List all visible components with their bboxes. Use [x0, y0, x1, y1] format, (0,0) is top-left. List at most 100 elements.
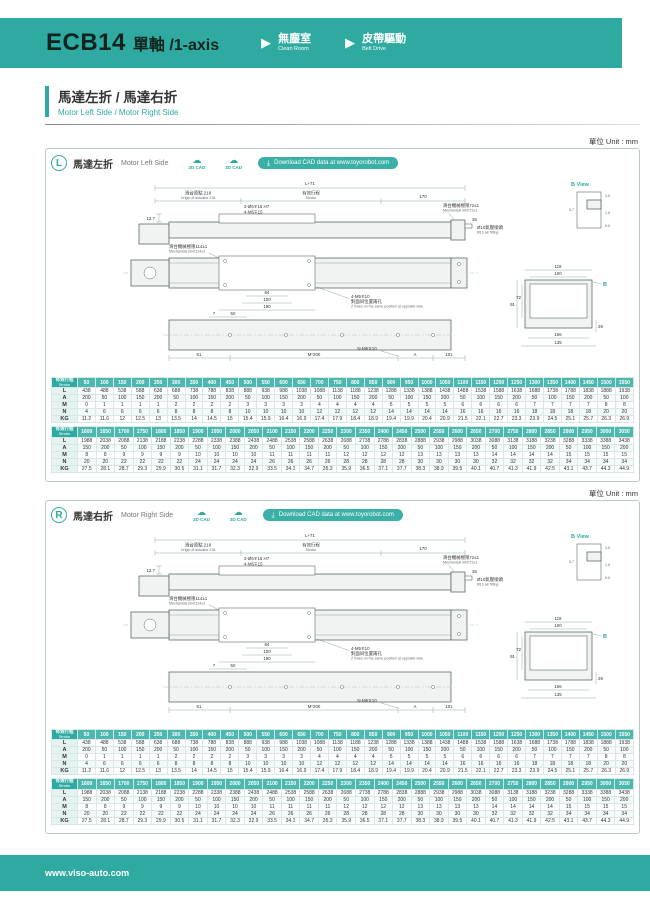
- data-cell: 6: [112, 408, 132, 417]
- data-cell: 1638: [507, 739, 527, 748]
- data-cell: 34: [558, 457, 579, 466]
- data-cell: 2938: [429, 436, 449, 445]
- data-cell: 12: [354, 450, 375, 459]
- data-cell: 21.5: [453, 415, 473, 424]
- data-cell: 3138: [503, 436, 523, 445]
- data-cell: 1738: [542, 739, 562, 748]
- data-cell: 28: [354, 809, 375, 818]
- data-cell: 44.3: [595, 464, 616, 473]
- data-cell: 2338: [206, 436, 227, 445]
- data-cell: 35.9: [336, 816, 356, 825]
- data-cell: 1588: [489, 739, 509, 748]
- b-view-title: B View: [571, 182, 590, 188]
- data-cell: 8: [166, 760, 186, 769]
- data-cell: 11: [299, 802, 319, 811]
- data-cell: 6: [148, 760, 168, 769]
- data-cell: 200: [292, 394, 311, 403]
- data-cell: 14: [435, 408, 455, 417]
- stroke-value: 2750: [503, 778, 523, 790]
- download-cad-button[interactable]: ⤓ Download CAD data at www.toyorobot.com: [262, 509, 403, 521]
- data-cell: 100: [577, 443, 597, 452]
- mech72-label-en: Mechanical limit:72±1: [443, 209, 478, 213]
- stroke-value: 1500: [596, 376, 616, 389]
- data-cell: 14: [484, 450, 505, 459]
- dim-29: 29: [598, 676, 603, 681]
- data-cell: 200: [363, 394, 383, 403]
- dim-170: 170: [419, 194, 427, 199]
- stroke-value: 2700: [484, 426, 505, 438]
- data-cell: 200: [540, 795, 560, 804]
- data-cell: 36.5: [354, 464, 375, 473]
- panel-right-badge: R: [51, 507, 67, 523]
- data-cell: 150: [489, 746, 509, 755]
- panel-motor-left: L 馬達左折 Motor Left Side ☁ 2D CAD ☁ 3D CAD…: [45, 148, 640, 482]
- cad-2d-button[interactable]: ☁ 2D CAD: [188, 156, 205, 171]
- data-cell: 8: [202, 760, 222, 769]
- stroke-value: 1200: [489, 376, 509, 389]
- data-cell: 100: [206, 795, 227, 804]
- data-cell: 5: [399, 753, 419, 762]
- data-cell: 10: [238, 760, 258, 769]
- data-cell: 15: [595, 802, 616, 811]
- data-cell: 5: [381, 401, 401, 410]
- arrow-right-icon: ▶: [345, 35, 356, 51]
- data-cell: 1938: [614, 387, 635, 396]
- data-cell: 1488: [453, 739, 473, 748]
- data-cell: 200: [507, 394, 527, 403]
- data-cell: 150: [225, 443, 245, 452]
- mech114-label-en: Mechanical limit:114±1: [169, 250, 205, 254]
- data-cell: 27.5: [77, 816, 97, 825]
- stroke-value: 2450: [392, 426, 412, 438]
- stroke-value: 3000: [595, 778, 616, 790]
- cad-2d-button[interactable]: ☁ 2D CAD: [193, 508, 210, 523]
- data-cell: 43.7: [577, 816, 597, 825]
- footer-url[interactable]: www.viso-auto.com: [45, 868, 130, 878]
- data-cell: 20: [596, 760, 616, 769]
- data-cell: 16.9: [292, 767, 311, 776]
- technical-drawing-right: L+71 滑台原點 218 Origin of actuator 218 有效行…: [51, 526, 634, 726]
- data-cell: 11.6: [94, 767, 114, 776]
- data-cell: 11: [280, 802, 301, 811]
- data-cell: 788: [202, 387, 222, 396]
- b-dim-1-8: 1.8: [605, 563, 610, 567]
- data-cell: 7: [560, 753, 580, 762]
- data-cell: 3388: [595, 436, 616, 445]
- data-cell: 150: [225, 795, 245, 804]
- data-cell: 14: [540, 450, 560, 459]
- data-cell: 2788: [373, 436, 394, 445]
- data-cell: 150: [489, 394, 509, 403]
- stroke-value: 1050: [435, 728, 455, 741]
- data-cell: 14: [503, 450, 523, 459]
- data-cell: 1188: [345, 387, 365, 396]
- stroke-value: 1450: [578, 728, 598, 741]
- data-cell: 200: [169, 443, 190, 452]
- data-cell: 1: [112, 401, 132, 410]
- data-cell: 4: [309, 401, 329, 410]
- stroke-value: 2850: [540, 426, 560, 438]
- data-cell: 50: [410, 443, 431, 452]
- data-cell: 15: [558, 802, 579, 811]
- air-label-cn: Ø10氣壓接頭: [477, 576, 503, 583]
- data-cell: 100: [256, 746, 276, 755]
- data-cell: 32: [503, 457, 523, 466]
- data-cell: 13: [148, 415, 168, 424]
- cad-3d-button[interactable]: ☁ 3D CAD: [225, 156, 242, 171]
- data-cell: 2688: [336, 436, 356, 445]
- cad-3d-button[interactable]: ☁ 3D CAD: [230, 508, 247, 523]
- download-cad-button[interactable]: ⤓ Download CAD data at www.toyorobot.com: [258, 157, 399, 169]
- end-block-side: [450, 571, 466, 593]
- data-cell: 29.3: [132, 816, 153, 825]
- data-cell: 150: [130, 746, 150, 755]
- data-cell: 14.5: [202, 767, 222, 776]
- data-cell: 50: [238, 746, 258, 755]
- data-cell: 22.7: [489, 767, 509, 776]
- data-cell: 2: [220, 401, 240, 410]
- stroke-value: 2900: [558, 426, 579, 438]
- data-cell: 19.4: [381, 767, 401, 776]
- data-cell: 8: [220, 408, 240, 417]
- data-cell: 200: [95, 795, 116, 804]
